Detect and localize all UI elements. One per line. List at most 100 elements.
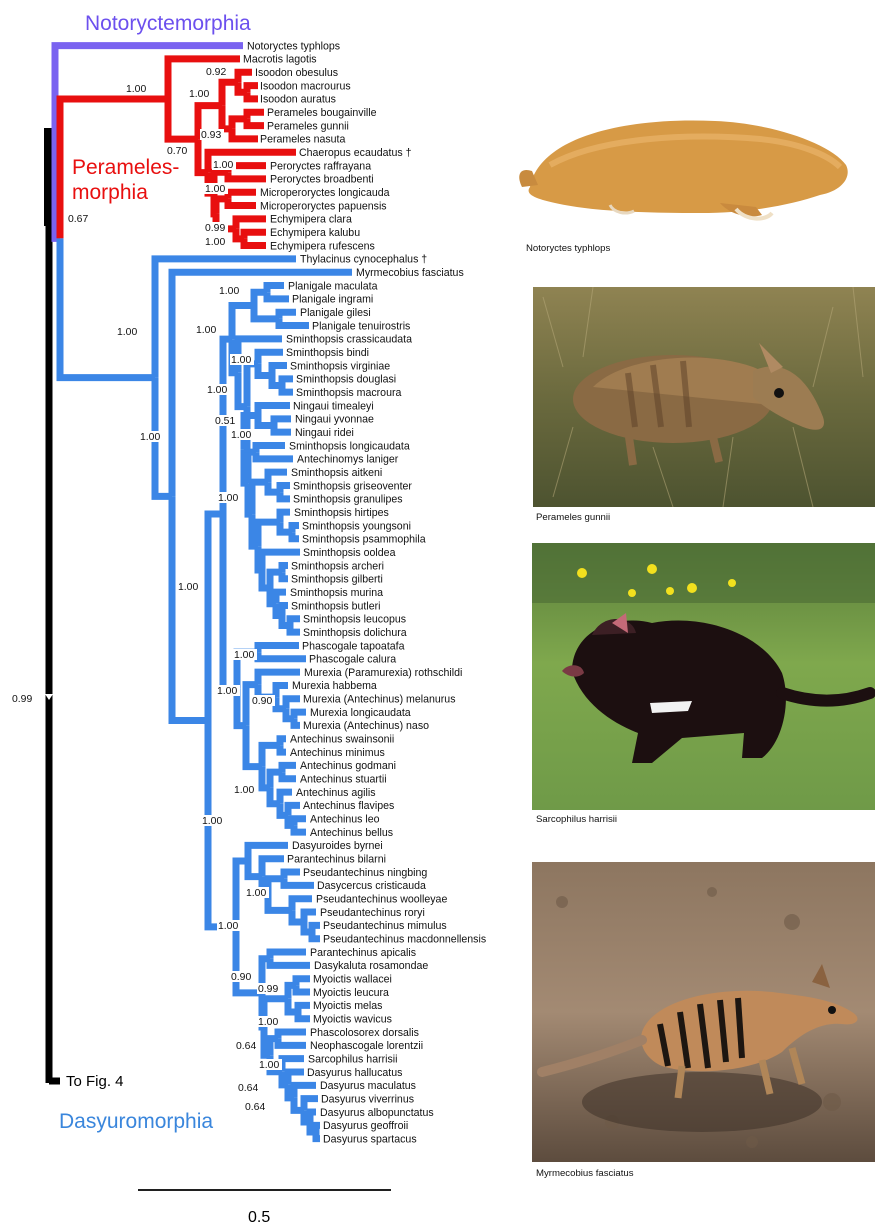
taxon-label: Planigale ingrami xyxy=(292,294,373,306)
support-value: 1.00 xyxy=(205,237,225,248)
taxon-label: Phascolosorex dorsalis xyxy=(310,1027,419,1039)
tree-branch xyxy=(254,306,279,319)
taxon-label: Planigale tenuirostris xyxy=(312,320,410,332)
tree-branch xyxy=(228,192,256,199)
scale-bar-label: 0.5 xyxy=(248,1209,270,1226)
taxon-label: Parantechinus apicalis xyxy=(310,947,416,959)
taxon-label: Echymipera clara xyxy=(270,214,352,226)
taxon-label: Sminthopsis douglasi xyxy=(296,374,396,386)
taxon-label: Myoictis wallacei xyxy=(313,974,392,986)
tree-branch xyxy=(244,232,266,239)
support-value: 1.00 xyxy=(140,432,160,443)
support-value: 1.00 xyxy=(126,84,146,95)
taxon-label: Pseudantechinus roryi xyxy=(320,907,425,919)
tree-branch xyxy=(278,1039,306,1046)
support-value: 1.00 xyxy=(259,1060,279,1071)
taxon-label: Echymipera rufescens xyxy=(270,240,375,252)
tree-branch xyxy=(247,86,258,93)
taxon-label: Antechinus stuartii xyxy=(300,774,387,786)
tree-branch xyxy=(279,312,296,319)
tree-branch xyxy=(272,366,287,376)
tree-branch xyxy=(282,572,288,579)
taxon-label: Antechinus leo xyxy=(310,814,380,826)
support-value: 1.00 xyxy=(231,430,251,441)
tree-branch xyxy=(247,92,258,99)
tree-branch xyxy=(294,825,306,832)
tree-branch xyxy=(238,72,252,82)
clade-label-notoryctemorphia: Notoryctemorphia xyxy=(85,12,251,35)
taxon-label: Ningaui timealeyi xyxy=(293,400,374,412)
taxon-label: Sminthopsis archeri xyxy=(291,560,384,572)
taxon-label: Antechinus flavipes xyxy=(303,800,394,812)
taxon-label: Pseudantechinus macdonnellensis xyxy=(323,934,486,946)
tree-branch xyxy=(286,699,300,709)
taxon-label: Myoictis melas xyxy=(313,1000,382,1012)
taxon-label: Sminthopsis hirtipes xyxy=(294,507,389,519)
taxon-label: Dasyurus geoffroii xyxy=(323,1120,408,1132)
taxon-label: Dasyurus spartacus xyxy=(323,1133,417,1145)
tree-branch xyxy=(282,379,293,386)
support-value: 1.00 xyxy=(219,286,239,297)
support-value: 0.92 xyxy=(206,67,226,78)
taxon-label: Echymipera kalubu xyxy=(270,227,360,239)
clade-label-peramelemorphia-2: morphia xyxy=(72,181,148,204)
tree-branch xyxy=(294,712,306,719)
taxon-label: Peroryctes broadbenti xyxy=(270,174,374,186)
tree-branch xyxy=(258,645,299,652)
taxon-label: Antechinomys laniger xyxy=(297,454,399,466)
support-value: 1.00 xyxy=(189,89,209,100)
taxon-label: Parantechinus bilarni xyxy=(287,854,386,866)
tree-branch xyxy=(312,932,320,939)
taxon-label: Thylacinus cynocephalus † xyxy=(300,254,427,266)
support-value: 1.00 xyxy=(231,355,251,366)
tree-branch xyxy=(267,292,289,299)
taxon-label: Murexia (Paramurexia) rothschildi xyxy=(304,667,462,679)
taxon-label: Sarcophilus harrisii xyxy=(308,1053,398,1065)
tree-branch xyxy=(282,565,288,572)
photo-caption-1: Notoryctes typhlops xyxy=(526,243,610,254)
support-value: 1.00 xyxy=(207,385,227,396)
tree-branch xyxy=(60,238,155,377)
support-value: 1.00 xyxy=(218,493,238,504)
taxon-label: Antechinus godmani xyxy=(300,760,396,772)
tree-branch xyxy=(280,492,290,499)
tree-branch xyxy=(298,1005,310,1012)
tree-branch xyxy=(310,1112,316,1122)
support-value: 1.00 xyxy=(202,816,222,827)
tree-branch xyxy=(228,199,256,206)
tree-branch xyxy=(270,959,310,966)
support-value: 1.00 xyxy=(246,888,266,899)
taxon-label: Notoryctes typhlops xyxy=(247,40,340,52)
tree-branch xyxy=(298,1012,310,1019)
tree-branch xyxy=(247,112,264,119)
taxon-label: Pseudantechinus mimulus xyxy=(323,920,447,932)
tree-branch xyxy=(214,193,216,214)
tree-branch xyxy=(312,925,320,932)
taxon-label: Pseudantechinus woolleyae xyxy=(316,894,447,906)
tree-branch xyxy=(292,532,299,539)
taxon-label: Sminthopsis bindi xyxy=(286,347,369,359)
taxon-label: Sminthopsis aitkeni xyxy=(291,467,382,479)
taxon-label: Antechinus swainsonii xyxy=(290,734,394,746)
tree-branch xyxy=(282,772,296,779)
tree-branch xyxy=(296,979,310,986)
taxon-label: Sminthopsis ooldea xyxy=(303,547,396,559)
photo-caption-2: Perameles gunnii xyxy=(536,512,610,523)
taxon-label: Isoodon obesulus xyxy=(255,67,338,79)
tree-branch xyxy=(294,719,300,726)
taxon-label: Murexia (Antechinus) melanurus xyxy=(303,694,456,706)
support-value: 1.00 xyxy=(234,650,254,661)
taxon-label: Dasyurus albopunctatus xyxy=(320,1107,434,1119)
taxon-label: Myoictis leucura xyxy=(313,987,389,999)
tree-branch xyxy=(268,472,287,482)
taxon-label: Perameles bougainville xyxy=(267,107,377,119)
taxon-label: Macrotis lagotis xyxy=(243,54,317,66)
sarcophilus-photo xyxy=(532,543,875,810)
notoryctes-photo xyxy=(510,95,855,235)
to-fig-label: To Fig. 4 xyxy=(66,1073,124,1090)
tree-branch xyxy=(268,895,292,911)
taxon-label: Sminthopsis longicaudata xyxy=(289,440,410,452)
taxon-label: Dasyurus maculatus xyxy=(320,1080,416,1092)
tree-branch xyxy=(244,449,248,483)
